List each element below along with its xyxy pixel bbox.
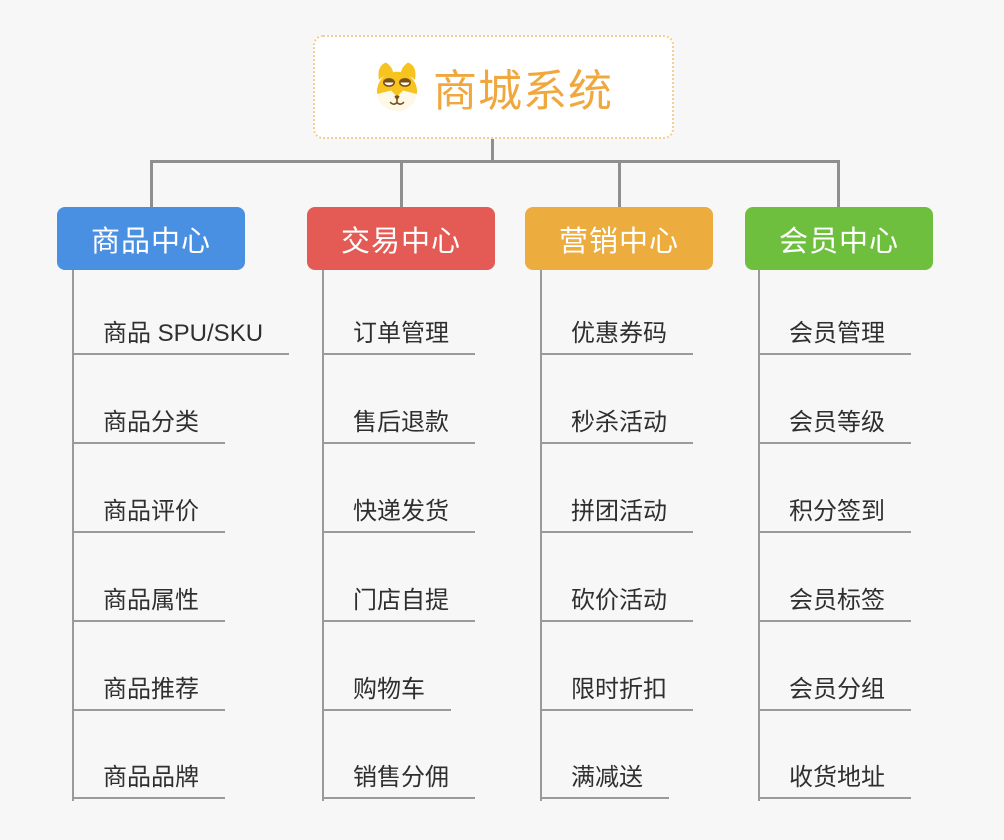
child-node[interactable]: 秒杀活动 <box>541 407 693 444</box>
branch-box-product-center[interactable]: 商品中心 <box>57 207 245 270</box>
child-node[interactable]: 订单管理 <box>323 318 475 355</box>
child-node[interactable]: 商品 SPU/SKU <box>73 318 290 355</box>
child-node[interactable]: 快递发货 <box>323 496 475 533</box>
child-node[interactable]: 门店自提 <box>323 585 475 622</box>
connector-rail <box>150 160 840 163</box>
connector-drop <box>150 160 153 207</box>
child-node[interactable]: 收货地址 <box>759 762 911 799</box>
child-node[interactable]: 会员标签 <box>759 585 911 622</box>
connector-drop <box>837 160 840 207</box>
child-node[interactable]: 会员分组 <box>759 674 911 711</box>
connector-drop <box>400 160 403 207</box>
shiba-dog-icon <box>374 61 420 113</box>
child-node[interactable]: 积分签到 <box>759 496 911 533</box>
child-node[interactable]: 销售分佣 <box>323 762 475 799</box>
branch-rail <box>540 270 542 801</box>
root-title: 商城系统 <box>433 67 613 116</box>
branch-box-trade-center[interactable]: 交易中心 <box>307 207 495 270</box>
child-node[interactable]: 购物车 <box>323 674 451 711</box>
branch-box-marketing-center[interactable]: 营销中心 <box>525 207 713 270</box>
root-node[interactable]: 商城系统 <box>313 35 674 139</box>
connector-root-stem <box>491 139 494 161</box>
child-node[interactable]: 商品分类 <box>73 407 225 444</box>
child-node[interactable]: 售后退款 <box>323 407 475 444</box>
child-node[interactable]: 会员等级 <box>759 407 911 444</box>
child-node[interactable]: 限时折扣 <box>541 674 693 711</box>
child-node[interactable]: 商品推荐 <box>73 674 225 711</box>
child-node[interactable]: 拼团活动 <box>541 496 693 533</box>
branch-rail <box>758 270 760 801</box>
child-node[interactable]: 砍价活动 <box>541 585 693 622</box>
child-node[interactable]: 满减送 <box>541 762 669 799</box>
branch-rail <box>72 270 74 801</box>
child-node[interactable]: 商品属性 <box>73 585 225 622</box>
connector-drop <box>618 160 621 207</box>
child-node[interactable]: 优惠券码 <box>541 318 693 355</box>
branch-rail <box>322 270 324 801</box>
child-node[interactable]: 商品品牌 <box>73 762 225 799</box>
child-node[interactable]: 商品评价 <box>73 496 225 533</box>
child-node[interactable]: 会员管理 <box>759 318 911 355</box>
branch-box-member-center[interactable]: 会员中心 <box>745 207 933 270</box>
